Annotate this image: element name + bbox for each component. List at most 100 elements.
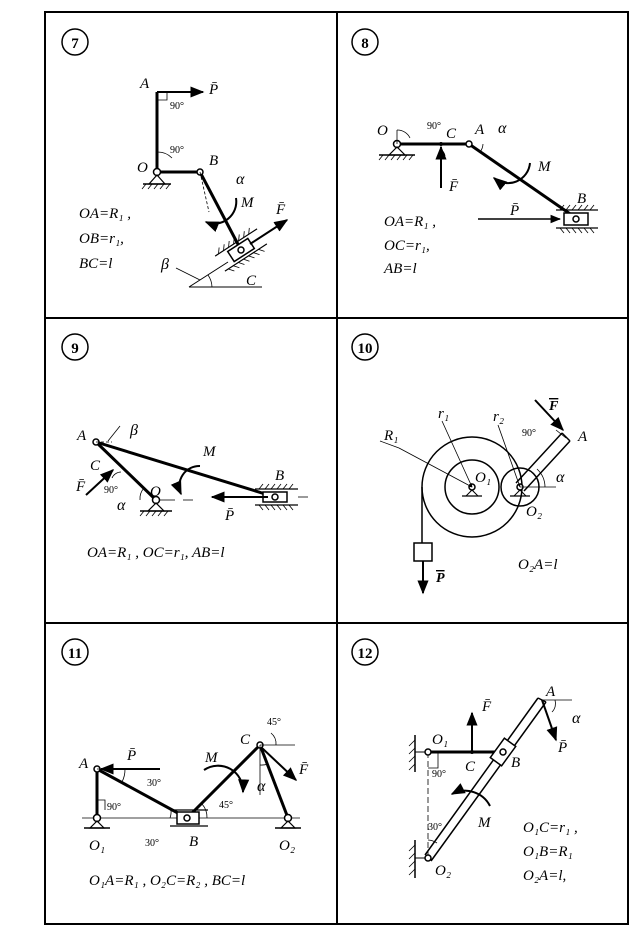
panel-12: 12 <box>351 638 581 884</box>
label-angle-90: 90° <box>432 769 446 780</box>
linkage <box>95 743 290 820</box>
label-alpha: α <box>257 778 266 795</box>
label-m: M <box>477 815 492 831</box>
label-b: B <box>275 468 284 484</box>
label-a: A <box>474 122 485 138</box>
weight-block <box>413 542 433 562</box>
pin-support-o1 <box>84 813 110 829</box>
label-alpha: α <box>572 710 581 727</box>
label-b: B <box>189 834 198 850</box>
label-angle: 90° <box>104 485 118 496</box>
label-alpha: α <box>117 497 126 514</box>
pin-support-o <box>139 495 172 517</box>
panel-number: 7 <box>71 36 79 52</box>
label-m: M <box>204 750 219 766</box>
label-o: O <box>150 484 161 500</box>
label-o2: O₂ <box>526 504 542 520</box>
moment-m-arc <box>170 464 201 496</box>
label-angle-a: 90° <box>170 101 184 112</box>
label-p: P̄ <box>224 508 234 524</box>
label-angle-30: 30° <box>428 822 442 833</box>
label-o1: O₁ <box>475 470 491 486</box>
moment-m-arc <box>492 162 531 191</box>
label-o2: O₂ <box>435 863 451 879</box>
label-m: M <box>537 159 552 175</box>
label-angle-o: 90° <box>170 145 184 156</box>
panel-10: 10 <box>351 333 588 595</box>
label-angle-45: 45° <box>219 800 233 811</box>
label-o: O <box>137 160 148 176</box>
label-a: A <box>577 429 588 445</box>
formula-line: O₁C=r₁ , <box>523 820 578 836</box>
formula-line: OA=R₁ , <box>384 214 436 230</box>
panel-number: 11 <box>68 646 82 662</box>
linkage <box>94 440 276 502</box>
label-a: A <box>76 428 87 444</box>
label-f: F̄ <box>448 179 459 195</box>
label-b: B <box>577 191 586 207</box>
pin-support-o <box>378 139 415 161</box>
label-r1-big: R₁ <box>383 428 398 444</box>
formula-line: O₁A=R₁ , O₂C=R₂ , BC=l <box>89 873 245 889</box>
wall-support-o2 <box>408 840 428 878</box>
label-o1: O₁ <box>89 838 105 854</box>
label-p: P̄ <box>557 740 567 756</box>
formula-line: OB=r₁, <box>79 231 124 247</box>
slider-b <box>556 204 598 234</box>
panel-9: 9 <box>61 333 308 561</box>
formula-line: OA=R₁ , OC=r₁, AB=l <box>87 545 225 561</box>
force-f-arrow <box>261 747 298 781</box>
moment-m-arc <box>204 197 238 232</box>
panel-number-circle <box>61 638 89 666</box>
label-c: C <box>246 273 257 289</box>
label-f: F̄ <box>75 479 86 495</box>
label-alpha: α <box>236 171 245 188</box>
rod-o2-a <box>424 697 547 862</box>
label-beta: β <box>129 422 138 439</box>
slider-b <box>255 483 308 511</box>
panel-number: 8 <box>361 36 369 52</box>
label-p: P <box>436 571 445 586</box>
panel-number-circle <box>61 333 89 361</box>
label-alpha: α <box>556 469 565 486</box>
panel-number: 9 <box>71 341 79 357</box>
label-p: P̄ <box>208 82 218 98</box>
linkage <box>155 92 243 251</box>
panel-8: 8 <box>351 28 598 277</box>
label-o2: O₂ <box>279 838 295 854</box>
label-c: C <box>240 732 251 748</box>
label-b: B <box>209 153 218 169</box>
label-a: A <box>139 76 150 92</box>
rod-o2-a <box>515 432 571 492</box>
panel-number: 10 <box>358 341 373 357</box>
label-angle-90: 90° <box>107 802 121 813</box>
panel-11: 11 <box>61 638 309 889</box>
label-angle-45: 45° <box>267 717 281 728</box>
label-angle: 90° <box>522 428 536 439</box>
support-o2 <box>510 483 530 497</box>
label-angle-30: 30° <box>145 838 159 849</box>
moment-m-arc <box>450 783 491 807</box>
label-p: P̄ <box>126 748 136 764</box>
formula-line: O₂A=l <box>518 557 558 573</box>
panel-7: 7 <box>61 28 289 289</box>
label-beta: β <box>160 256 169 273</box>
formula-line: O₂A=l, <box>523 868 566 884</box>
label-p: P̄ <box>509 203 519 219</box>
label-f: F <box>548 399 559 414</box>
label-c: C <box>90 458 101 474</box>
label-c: C <box>465 759 476 775</box>
force-p-arrow <box>541 699 558 742</box>
label-m: M <box>202 444 217 460</box>
label-m: M <box>240 195 255 211</box>
force-f-arrow <box>85 469 115 496</box>
label-b: B <box>511 755 520 771</box>
label-o1: O₁ <box>432 732 448 748</box>
label-r1: r₁ <box>438 406 449 422</box>
force-f-arrow <box>249 219 289 245</box>
slider-b <box>170 809 208 827</box>
formula-line: O₁B=R₁ <box>523 844 573 860</box>
label-c: C <box>446 126 457 142</box>
moment-m-arc <box>203 764 250 794</box>
